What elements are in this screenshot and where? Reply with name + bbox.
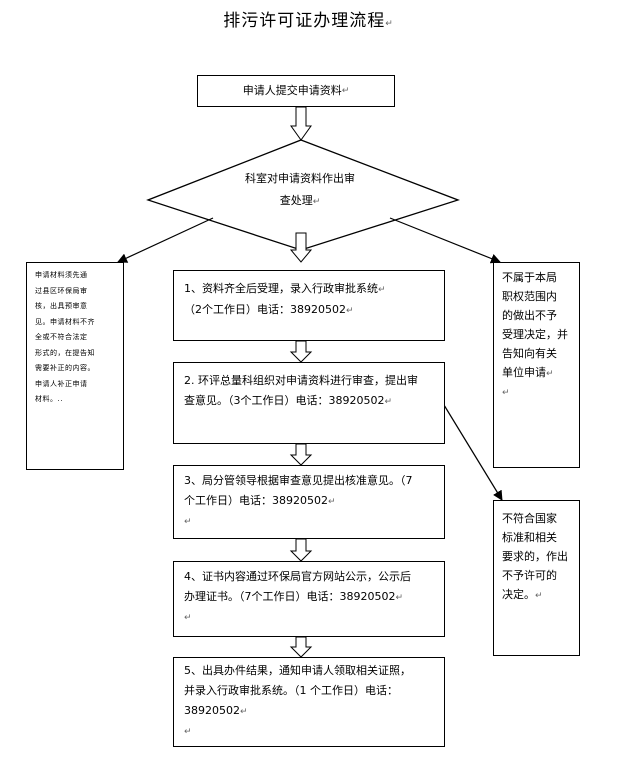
block-arrow-step2-to-step3 xyxy=(289,443,313,466)
step-5-box: 5、出具办件结果，通知申请人领取相关证照， 并录入行政审批系统。（1 个工作日）… xyxy=(173,657,445,747)
step-4-box: 4、证书内容通过环保局官方网站公示，公示后 办理证书。（7个工作日）电话：389… xyxy=(173,561,445,637)
submit-box: 申请人提交申请资料↵ xyxy=(197,75,395,107)
arrow-to-right-note-1 xyxy=(389,217,501,264)
step-1-box: 1、资料齐全后受理，录入行政审批系统↵ （2个工作日）电话：38920502↵ xyxy=(173,270,445,341)
arrow-to-right-note-2 xyxy=(443,404,503,501)
step-3-box: 3、局分管领导根据审查意见提出核准意见。（7 个工作日）电话：38920502↵… xyxy=(173,465,445,539)
block-arrow-step3-to-step4 xyxy=(289,538,313,562)
right-note-box-2: 不符合国家 标准和相关 要求的，作出 不予许可的 决定。↵ xyxy=(493,500,580,656)
page-title: 排污许可证办理流程↵ xyxy=(223,11,394,31)
block-arrow-review-to-step1 xyxy=(289,232,313,263)
arrow-to-left-note xyxy=(117,217,214,263)
review-decision-text: 科室对申请资料作出审 查处理↵ xyxy=(245,172,355,207)
block-arrow-step4-to-step5 xyxy=(289,636,313,658)
step-2-box: 2. 环评总量科组织对申请资料进行审查，提出审 查意见。（3个工作日）电话：38… xyxy=(173,362,445,444)
block-arrow-submit-to-review xyxy=(290,106,312,141)
left-note-box: 申请材料须先通 过县区环保局审 核，出具预审意 见。申请材料不齐 全或不符合法定… xyxy=(26,262,124,470)
right-note-box-1: 不属于本局 职权范围内 的做出不予 受理决定，并 告知向有关 单位申请↵ ↵ xyxy=(493,262,580,468)
block-arrow-step1-to-step2 xyxy=(289,340,313,363)
